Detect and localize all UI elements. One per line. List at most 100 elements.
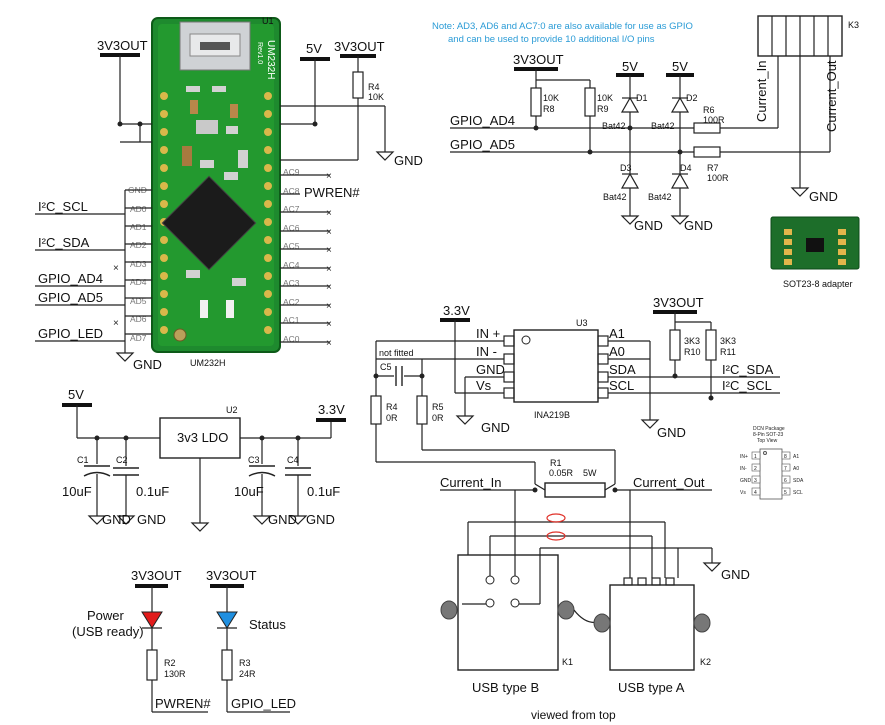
label-gnd-c2: GND [137, 512, 166, 527]
led-circuits [135, 584, 290, 713]
gpio-protection [450, 15, 843, 208]
module-ref: U1 [262, 16, 274, 26]
inset-a1: A1 [793, 454, 799, 460]
module-right-wires: × × × × × × × × × [280, 171, 332, 349]
label-i2c-sda: I²C_SDA [38, 235, 90, 250]
c5-ref: C5 [380, 362, 392, 372]
r9-value: 10K [597, 93, 613, 103]
label-gnd-a0: GND [657, 425, 686, 440]
label-gpio-led-bottom: GPIO_LED [231, 696, 296, 711]
r5-value: 0R [432, 413, 444, 423]
r3-ref: R3 [239, 658, 251, 668]
k1-ref: K1 [562, 657, 573, 667]
c1-value: 10uF [62, 484, 92, 499]
cap-not-fitted: not fitted [379, 348, 414, 358]
c2-value: 0.1uF [136, 484, 169, 499]
rail-3v3out-left: 3V3OUT [97, 38, 148, 53]
usb-current-out: Current_Out [633, 475, 705, 490]
ina-i2c-sda: I²C_SDA [722, 362, 774, 377]
ina-part: INA219B [534, 410, 570, 420]
nc-ac2: × [326, 301, 332, 312]
label-gnd-d3: GND [634, 218, 663, 233]
r2-ref: R2 [164, 658, 176, 668]
gnd-symbol [703, 554, 721, 572]
rail-3v3out-pullup: 3V3OUT [513, 52, 564, 67]
rail-5v-d1: 5V [622, 59, 638, 74]
module-top-rails [100, 53, 386, 161]
k3-ref: K3 [848, 20, 859, 30]
ina-ref: U3 [576, 318, 588, 328]
rail-3v3out-ina: 3V3OUT [653, 295, 704, 310]
nc-ad3: × [113, 263, 119, 274]
r8-ref: R8 [543, 104, 555, 114]
rail-3-3v-ina: 3.3V [443, 303, 470, 318]
pin-ad2: AD2 [130, 240, 147, 250]
ina-pin-a1: A1 [609, 326, 625, 341]
usb-current-in: Current_In [440, 475, 501, 490]
r10-value: 3K3 [684, 336, 700, 346]
label-gnd-usb: GND [721, 567, 750, 582]
inset-title3: Top View [757, 438, 778, 444]
r1-power: 5W [583, 468, 597, 478]
label-gpio-ad4-right: GPIO_AD4 [450, 113, 515, 128]
label-gpio-ad5-right: GPIO_AD5 [450, 137, 515, 152]
pin-ad7: AD7 [130, 333, 147, 343]
status-led-label: Status [249, 617, 286, 632]
adapter-caption: SOT23-8 adapter [783, 279, 853, 289]
nc-ac5: × [326, 245, 332, 256]
power-led-sublabel: (USB ready) [72, 624, 144, 639]
nc-ac7: × [326, 208, 332, 219]
inset-pin-3: 3 [754, 478, 757, 484]
label-gnd-c3: GND [268, 512, 297, 527]
pin-ac7: AC7 [283, 204, 300, 214]
ldo-ref: U2 [226, 405, 238, 415]
r8-value: 10K [543, 93, 559, 103]
inset-pin-5: 5 [784, 490, 787, 496]
inset-a0: A0 [793, 466, 799, 472]
label-gnd-k3: GND [809, 189, 838, 204]
d1-part: Bat42 [602, 121, 626, 131]
module-silk-main: UM232H [265, 40, 276, 79]
rail-3-3v-ldo: 3.3V [318, 402, 345, 417]
k3-current-in: Current_In [754, 61, 769, 122]
pin-ad1: AD1 [130, 222, 147, 232]
inset-title2: 8-Pin SOT-23 [753, 432, 784, 438]
ldo-circuit [62, 403, 346, 515]
gnd-symbol [641, 411, 659, 429]
nc-ac0: × [326, 338, 332, 349]
label-gnd-d4: GND [684, 218, 713, 233]
inset-pin-7: 7 [784, 466, 787, 472]
nc-ac6: × [326, 227, 332, 238]
led-status-icon [216, 611, 238, 629]
label-gpio-led: GPIO_LED [38, 326, 103, 341]
inset-title1: DCN Package [753, 426, 785, 432]
module-left-pin-labels: GND AD0 AD1 AD2 AD3 AD4 AD5 AD6 AD7 [128, 185, 147, 343]
c4-value: 0.1uF [307, 484, 340, 499]
pin-ad0: AD0 [130, 204, 147, 214]
inset-scl: SCL [793, 490, 803, 496]
c3-value: 10uF [234, 484, 264, 499]
package-inset [751, 448, 791, 500]
module-left-wires: × × [35, 189, 152, 345]
d3-ref: D3 [620, 163, 632, 173]
nc-ac4: × [326, 264, 332, 275]
label-gnd-ina: GND [481, 420, 510, 435]
inset-pin-labels: IN+ IN- GND Vs 1 2 3 4 8 7 6 5 A1 A0 SDA… [740, 454, 804, 496]
sot23-adapter-image [770, 216, 860, 270]
ina-pin-scl: SCL [609, 378, 634, 393]
rail-3v3out-power-led: 3V3OUT [131, 568, 182, 583]
r3-value: 24R [239, 669, 256, 679]
ina-pin-gnd: GND [476, 362, 505, 377]
pin-ac4: AC4 [283, 260, 300, 270]
inset-pin-6: 6 [784, 478, 787, 484]
ina-pin-in-minus: IN - [476, 344, 497, 359]
pin-ac0: AC0 [283, 334, 300, 344]
inset-pin-2: 2 [754, 466, 757, 472]
pin-ac1: AC1 [283, 315, 300, 325]
label-pwren-led: PWREN# [155, 696, 211, 711]
ldo-label: 3v3 LDO [177, 430, 228, 445]
ina-pin-a0: A0 [609, 344, 625, 359]
inset-sda: SDA [793, 478, 804, 484]
inset-gnd: GND [740, 478, 752, 484]
